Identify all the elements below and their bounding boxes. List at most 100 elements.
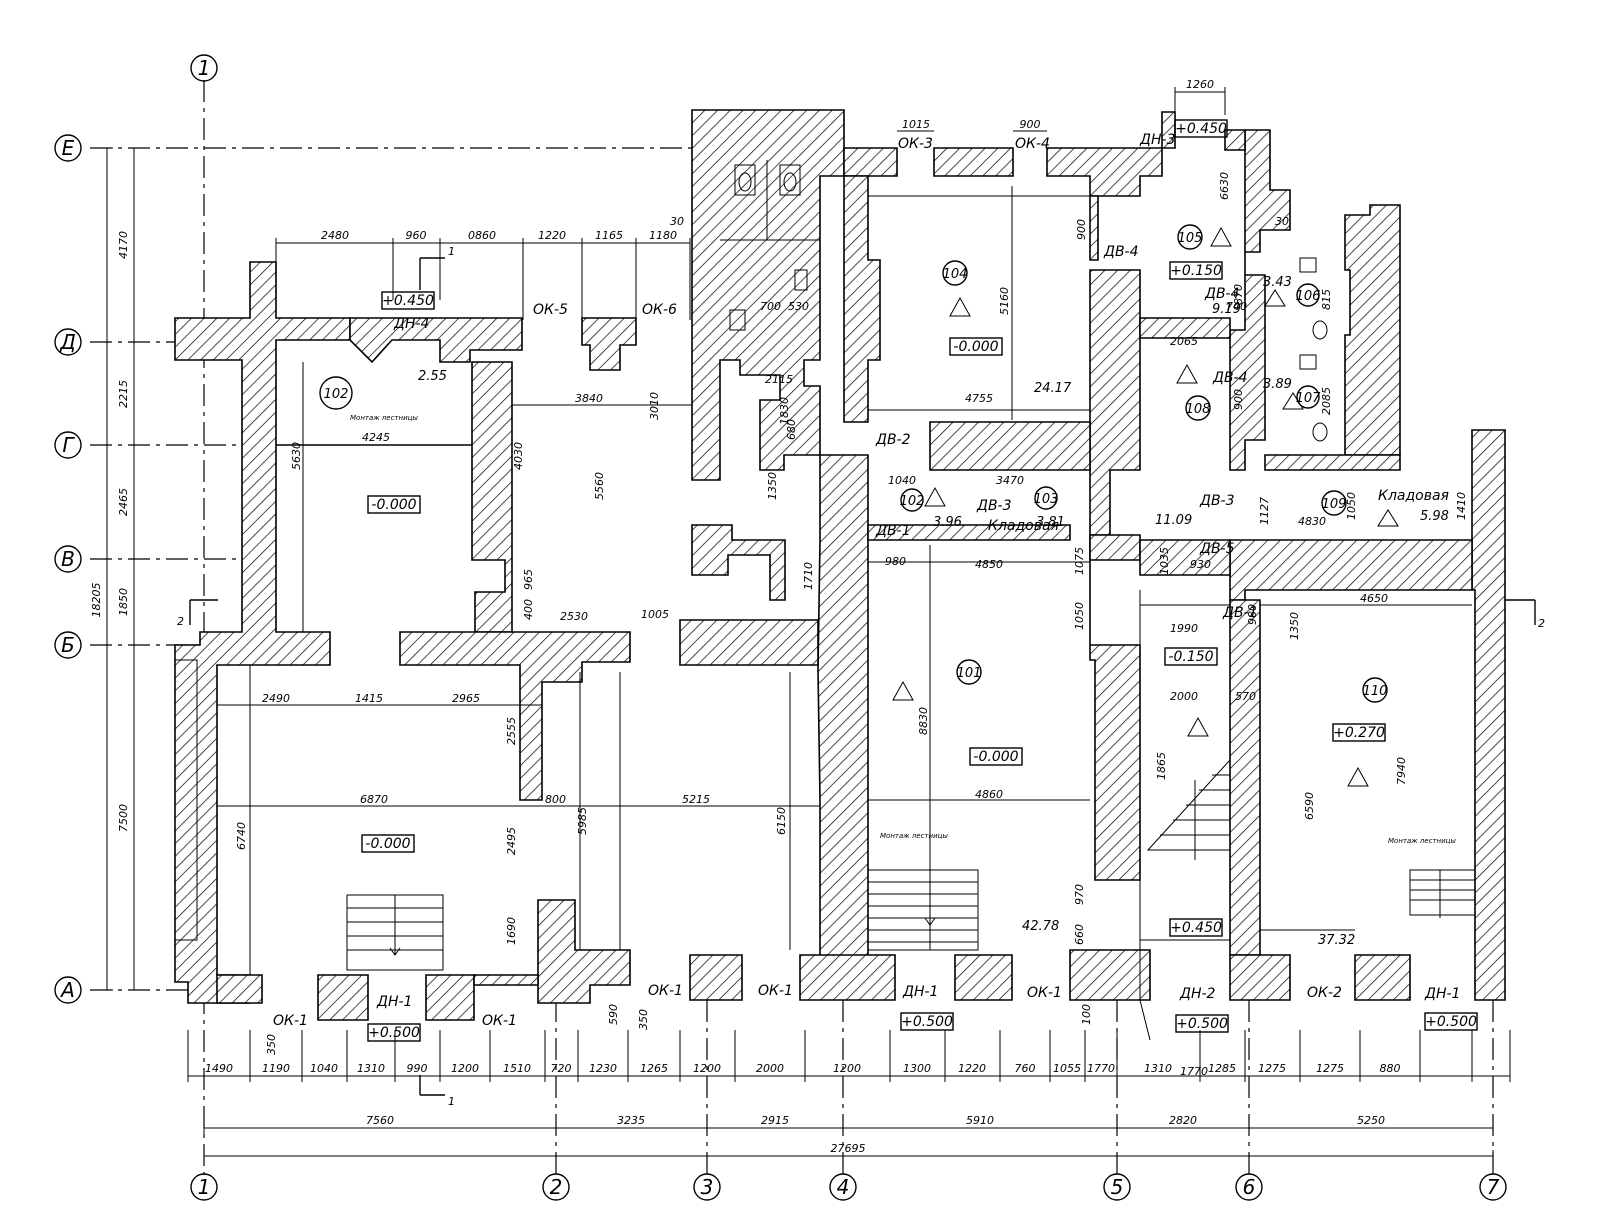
elev-101: -0.000 <box>973 749 1018 765</box>
label-ok3: ОК-3 <box>898 136 933 152</box>
section-1-bottom: 1 <box>448 1095 455 1108</box>
idim-35: 4860 <box>975 788 1003 801</box>
elev-dn1-mid: +0.500 <box>901 1014 953 1030</box>
idim-26: 1690 <box>505 917 518 945</box>
idim-37: 6630 <box>1218 172 1231 200</box>
dim-2915: 2915 <box>761 1114 789 1127</box>
idim-69: 1770 <box>1180 1065 1208 1078</box>
dim-1220: 1220 <box>538 229 566 242</box>
dim-7500: 7500 <box>117 804 130 832</box>
wall-bottom-left-3 <box>425 974 475 1021</box>
idim-13: 400 <box>522 599 535 620</box>
label-dn4: ДН-4 <box>393 316 429 332</box>
idim-0: 3840 <box>575 392 603 405</box>
idim-68: 900 <box>1232 389 1245 410</box>
wall-stair-column <box>691 524 786 601</box>
idim-29: 1040 <box>888 474 916 487</box>
axis-label-3: 3 <box>701 1175 714 1199</box>
axis-bubbles-numbers: 1 1 2 3 4 5 6 7 <box>190 54 1507 1201</box>
elev-dn3: +0.450 <box>1175 121 1227 137</box>
wall-room104-right <box>1089 195 1099 261</box>
area-2-55: 2.55 <box>418 369 447 384</box>
label-dn3: ДН-3 <box>1139 132 1175 148</box>
idim-41: 870 <box>1232 284 1245 305</box>
opening-labels: ДН-4 ДН-3 ДН-1 ДН-1 ДН-1 ДН-2 ОК-1 ОК-1 … <box>273 132 1460 1029</box>
idim-67: 740 <box>1226 300 1247 313</box>
dim-row1-value: 880 <box>1380 1062 1401 1075</box>
dim-1015: 1015 <box>902 118 930 131</box>
wall-mid-column-4 <box>817 454 869 961</box>
axis-label-g: Г <box>62 433 75 457</box>
idim-17: 2965 <box>452 692 480 705</box>
dim-1165: 1165 <box>595 229 623 242</box>
wall-110-left <box>1229 599 1261 956</box>
idim-24: 5985 <box>576 807 589 835</box>
dim-30: 30 <box>670 215 684 228</box>
idim-47: 930 <box>1190 558 1211 571</box>
idim-54: 1050 <box>1345 492 1358 520</box>
label-dv1-b: ДВ-1 <box>1222 605 1258 621</box>
label-dn1-left: ДН-1 <box>376 994 412 1010</box>
section-1-top: 1 <box>448 245 455 258</box>
top-dimensions: 2480 960 0860 1220 1165 1180 30 1015 900… <box>275 78 1226 320</box>
dim-4170: 4170 <box>117 231 130 259</box>
idim-15: 2490 <box>262 692 290 705</box>
label-dv3-a: ДВ-3 <box>976 498 1012 514</box>
idim-20: 2555 <box>505 717 518 745</box>
axis-bubbles-letters: Е Д Г В Б А <box>54 134 82 1004</box>
idim-53: 4830 <box>1298 515 1326 528</box>
room-109: 109 <box>1322 497 1347 512</box>
label-ok5: ОК-5 <box>533 302 568 318</box>
idim-57: 350 <box>265 1034 278 1055</box>
label-dv5: ДВ-5 <box>1199 541 1235 557</box>
idim-45: 2000 <box>1170 690 1198 703</box>
wall-109-top <box>1264 454 1401 471</box>
wall-room104-top-right <box>1046 147 1163 197</box>
elevation-tags: +0.450 -0.000 -0.000 -0.000 -0.000 +0.50… <box>361 119 1478 1042</box>
idim-52: 7940 <box>1395 757 1408 785</box>
area-9-19: 9.19 <box>1212 302 1241 317</box>
wall-bottom-mid-1 <box>689 954 743 1001</box>
wall-ok5-pier <box>581 317 637 371</box>
idim-3: 4030 <box>512 442 525 470</box>
label-ok4: ОК-4 <box>1015 136 1050 152</box>
idim-65: 1865 <box>1155 752 1168 780</box>
room-103: 103 <box>1034 492 1059 507</box>
label-ok2: ОК-2 <box>1307 985 1342 1001</box>
dim-7560: 7560 <box>366 1114 394 1127</box>
dim-row1-value: 1200 <box>693 1062 721 1075</box>
idim-44: 1990 <box>1170 622 1198 635</box>
elev-dn1-left: +0.500 <box>368 1025 420 1041</box>
idim-2: 5630 <box>290 442 303 470</box>
dim-2215: 2215 <box>117 380 130 408</box>
dim-3235: 3235 <box>617 1114 645 1127</box>
dim-row1-value: 1200 <box>451 1062 479 1075</box>
dim-row1-value: 1275 <box>1258 1062 1286 1075</box>
idim-50: 4650 <box>1360 592 1388 605</box>
label-dv2: ДВ-2 <box>875 432 911 448</box>
wall-sanitary-block <box>691 109 845 481</box>
room-102: 102 <box>324 387 349 402</box>
dim-row1-value: 760 <box>1015 1062 1036 1075</box>
label-dn2: ДН-2 <box>1179 986 1216 1002</box>
area-11-09: 11.09 <box>1155 513 1192 528</box>
label-ok1-e: ОК-1 <box>1027 985 1062 1001</box>
idim-49: 1350 <box>1288 612 1301 640</box>
wall-horizontal-104-bottom <box>929 421 1091 471</box>
axis-label-4: 4 <box>837 1175 850 1199</box>
dim-row1-value: 1265 <box>640 1062 668 1075</box>
wall-bottom-mid-4 <box>1069 949 1151 1001</box>
note-stair-a: Монтаж лестницы <box>350 414 418 422</box>
idim-5: 3010 <box>648 392 661 420</box>
label-dn1-mid: ДН-1 <box>902 984 938 1000</box>
idim-23: 2495 <box>505 827 518 855</box>
wall-room104-top-mid <box>933 147 1014 177</box>
elev-left-room: -0.000 <box>365 836 410 852</box>
note-stair-b: Монтаж лестницы <box>880 832 948 840</box>
dim-row1-value: 1055 <box>1053 1062 1081 1075</box>
idim-18: 6870 <box>360 793 388 806</box>
dim-2465: 2465 <box>117 488 130 516</box>
wall-top-room102 <box>349 317 523 364</box>
